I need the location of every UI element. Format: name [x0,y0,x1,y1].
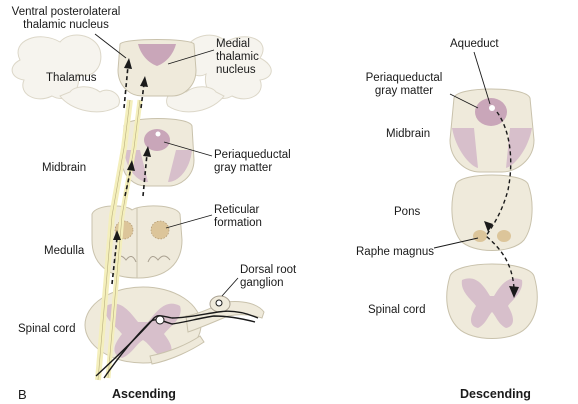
label-midbrain-left: Midbrain [42,162,87,174]
label-pag-right: Periaqueductal gray matter [365,72,443,97]
arrowhead-midbrain-2 [143,146,151,157]
arrowhead-midbrain-1 [127,160,135,171]
label-aqueduct: Aqueduct [450,38,499,50]
spinal-cord-section-right [446,263,538,339]
leader-medial [167,49,215,65]
label-spinal-cord-right: Spinal cord [368,304,426,316]
reticular-formation-right [150,220,170,240]
ganglion-neuron [215,299,223,307]
heading-ascending: Ascending [112,387,176,401]
ascending-tracts [95,58,259,381]
cerebral-outline-left-2 [59,86,120,113]
descending-pathway [484,111,519,298]
label-medulla: Medulla [44,245,85,257]
label-raphe-magnus: Raphe magnus [356,246,434,258]
ventral-root [149,335,205,365]
leader-pag-right [449,93,479,109]
pons-section [451,174,533,251]
ascending-arrow-medulla [111,237,118,285]
label-medial-thalamic-nucleus: Medial thalamic nucleus [216,38,259,76]
leader-pag-left [163,141,213,157]
midbrain-pag-right [475,98,507,126]
raphe-magnus-left [473,230,487,242]
heading-descending: Descending [460,387,531,401]
descending-arrow [485,111,515,289]
cerebral-outline-left [11,34,102,100]
descending-arrowhead-pons [484,221,493,232]
ascending-arrow-midbrain-2 [142,153,148,197]
panel-letter: B [18,387,27,402]
spinal-gray-matter-right [461,278,523,328]
midbrain-crus-right-l [452,128,478,168]
midbrain-crus-right [168,150,192,182]
raphe-magnus-right [497,230,511,242]
leader-raphe [433,237,479,249]
midbrain-section-right [449,88,535,173]
midbrain-pag-left [144,129,170,151]
label-vpl-nucleus: Ventral posterolateral thalamic nucleus [11,6,121,31]
label-dorsal-root-ganglion: Dorsal root ganglion [240,264,297,289]
leader-vpl [94,33,127,59]
leader-reticular [165,214,213,229]
label-spinal-cord-left: Spinal cord [18,323,76,335]
label-pag-left: Periaqueductal gray matter [214,149,291,174]
label-reticular-formation: Reticular formation [214,204,262,229]
medial-thalamic-nucleus [138,44,176,66]
leader-aqueduct [473,51,491,105]
thalamus-block [117,39,197,97]
olive-right [147,255,171,263]
arrowhead-medulla [113,230,121,240]
leader-drg [221,277,239,297]
leader-lines-left [94,33,239,297]
synapse-dorsal-horn [155,315,165,325]
thalamus-section [11,34,272,113]
midbrain-crus-right-r [506,128,532,168]
cerebral-outline-right [182,34,272,100]
arrowhead-thalamus-1 [124,58,132,69]
aqueduct-dot-right [489,105,495,111]
ascending-arrow-midbrain-1 [124,167,132,197]
arrowhead-thalamus-2 [140,76,148,87]
label-pons: Pons [394,206,421,218]
pons-block [451,174,533,251]
ascending-arrow-thalamus-1 [123,65,129,109]
descending-arrowhead [509,286,519,298]
tract-fiber-1-edge [97,99,131,381]
aqueduct-dot-left [155,131,161,137]
label-midbrain-right: Midbrain [386,128,431,140]
sensory-afferent-2 [95,310,259,377]
label-thalamus: Thalamus [46,72,97,84]
leader-lines-right [433,51,491,249]
